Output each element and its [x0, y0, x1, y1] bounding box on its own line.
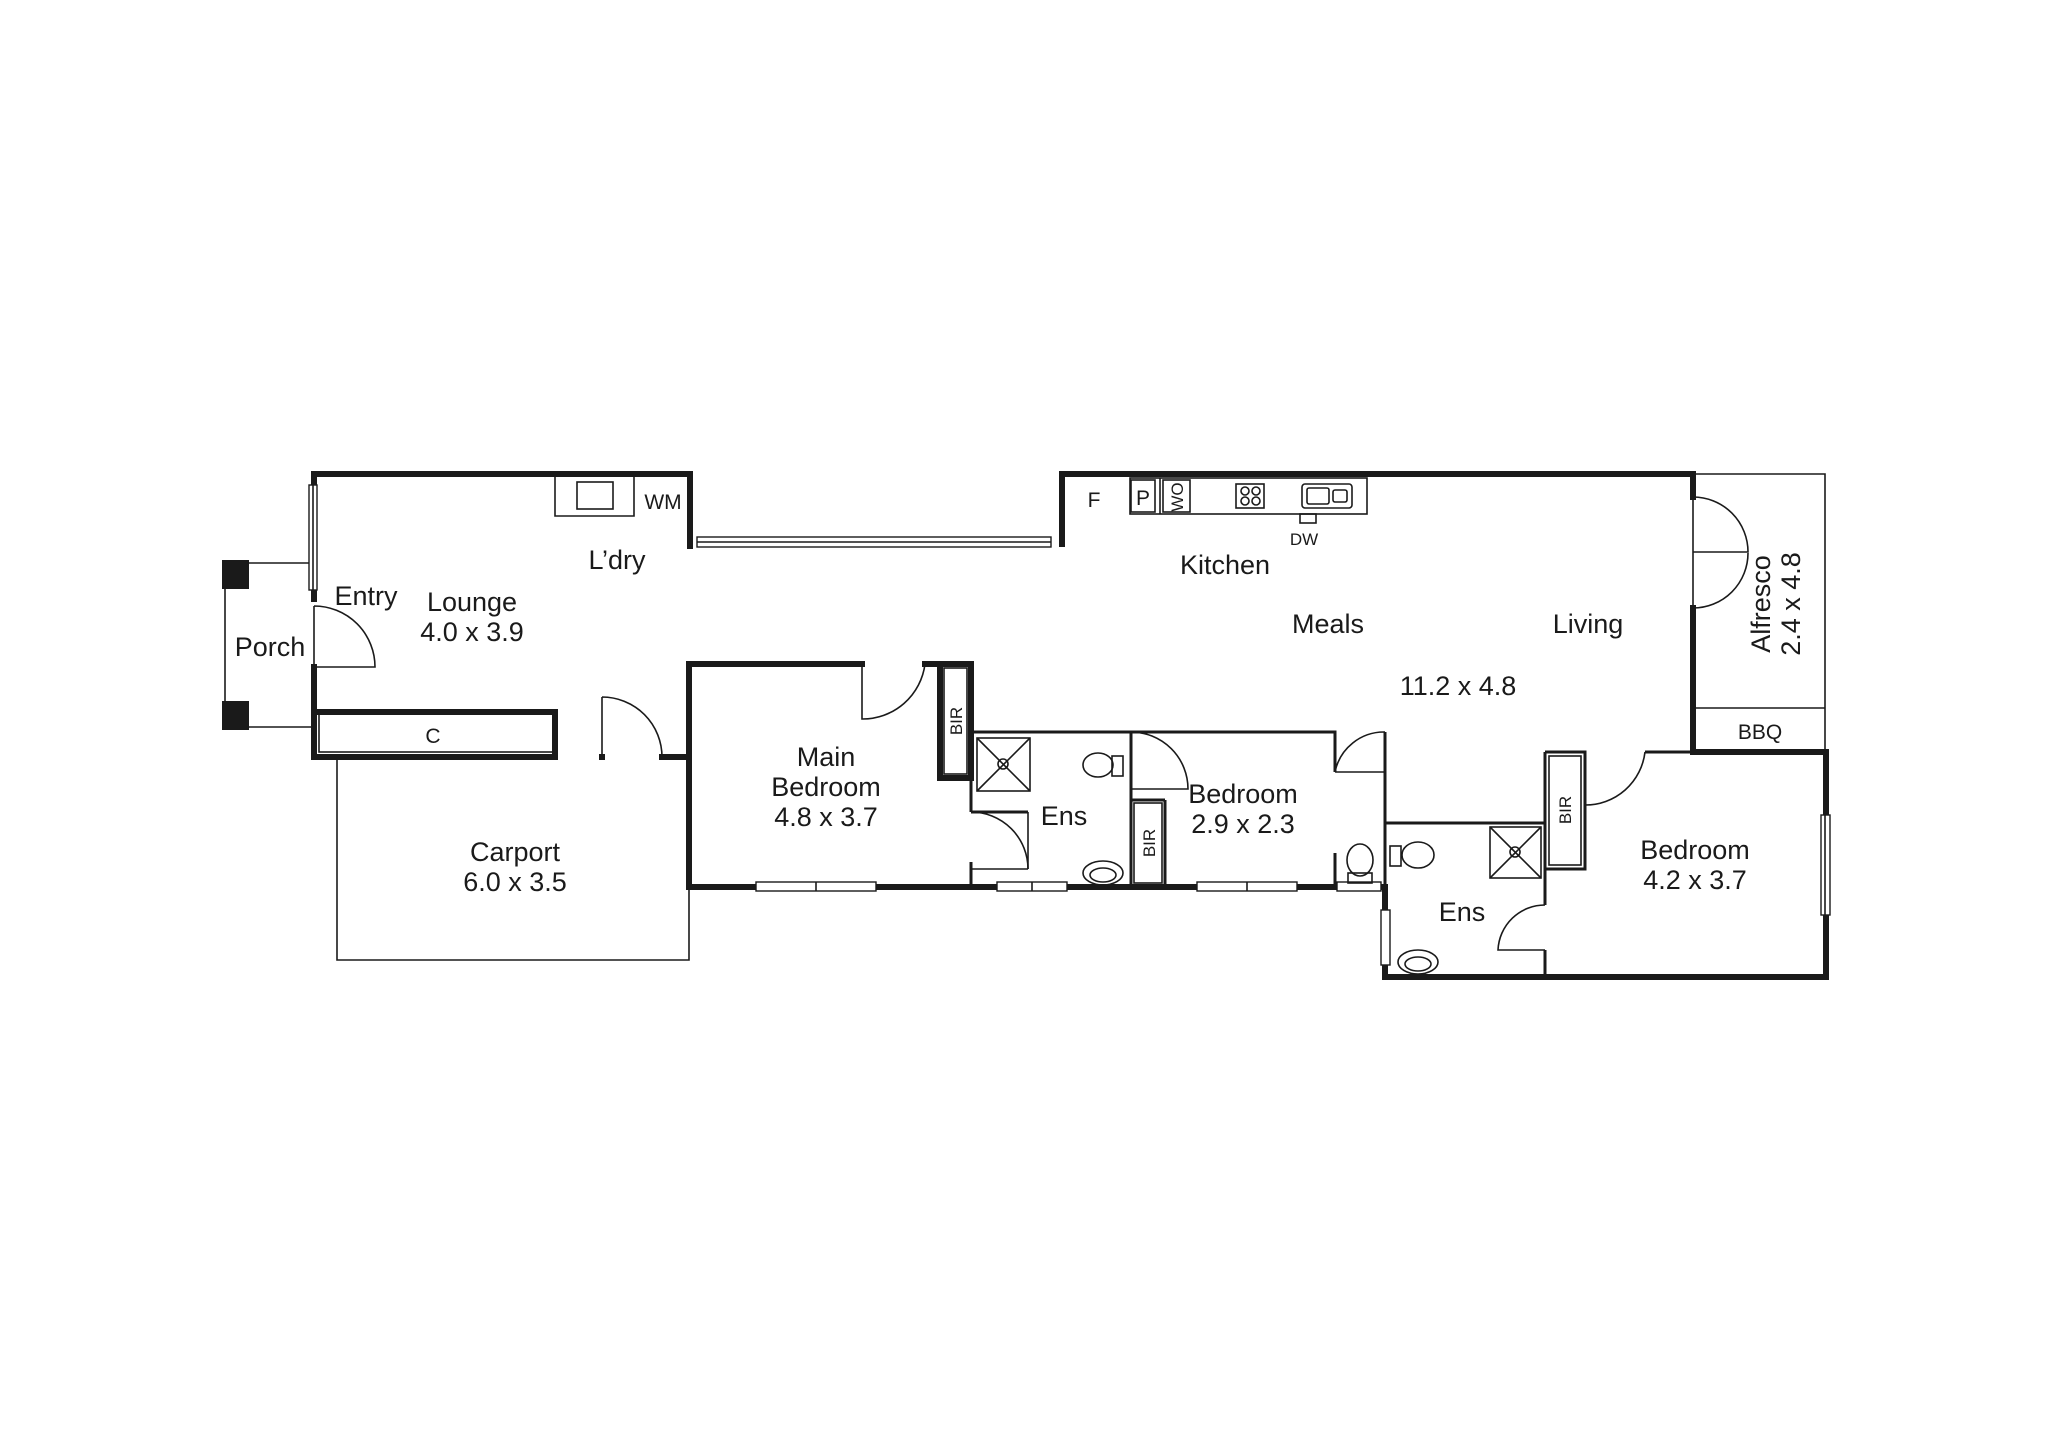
shower-icon — [976, 737, 1031, 792]
cupboard-label: C — [425, 725, 440, 748]
entry-door — [313, 605, 376, 668]
alfresco-door — [1692, 496, 1749, 553]
bir-label: BIR — [947, 707, 966, 735]
wall-oven-label: WO — [1168, 482, 1187, 511]
living-label: Living — [1553, 609, 1624, 639]
porch-post — [222, 560, 249, 589]
porch-label: Porch — [235, 632, 306, 662]
washing-machine-label: WM — [644, 491, 681, 514]
pantry — [1130, 479, 1156, 513]
alfresco-label: Alfresco — [1746, 555, 1776, 653]
porch-outline — [222, 560, 314, 730]
laundry-trough-icon — [576, 481, 614, 510]
hall-door — [1334, 731, 1386, 773]
bedroom-3-dims: 4.2 x 3.7 — [1643, 865, 1747, 895]
main-bedroom-label: Bedroom — [771, 772, 881, 802]
cupboard — [318, 711, 556, 753]
bedroom-2-label: Bedroom — [1188, 779, 1298, 809]
shower-icon — [1489, 826, 1542, 879]
pantry-label: P — [1136, 487, 1150, 510]
labels: Porch Entry Lounge 4.0 x 3.9 L’dry WM C … — [235, 482, 1806, 927]
bir-label: BIR — [1140, 829, 1159, 857]
alfresco-dims: 2.4 x 4.8 — [1776, 552, 1806, 656]
bedroom-3-label: Bedroom — [1640, 835, 1750, 865]
kitchen-label: Kitchen — [1180, 550, 1270, 580]
bir-cupboard — [943, 667, 968, 775]
doors — [313, 496, 1749, 951]
walls — [311, 471, 1829, 980]
ensuite-label: Ens — [1041, 801, 1088, 831]
basin-icon — [1082, 860, 1124, 886]
ensuite-door — [1497, 904, 1546, 951]
bir-label: BIR — [1556, 796, 1575, 824]
carport-dims: 6.0 x 3.5 — [463, 867, 567, 897]
carport-label: Carport — [470, 837, 561, 867]
bbq-label: BBQ — [1738, 721, 1782, 744]
fridge-label: F — [1088, 489, 1101, 512]
carport-door — [601, 696, 663, 758]
carport-outline — [336, 758, 690, 961]
laundry-label: L’dry — [588, 545, 646, 575]
wall-oven — [1162, 479, 1191, 513]
main-bedroom-door — [861, 663, 926, 720]
bedroom-2-dims: 2.9 x 2.3 — [1191, 809, 1295, 839]
window — [1336, 881, 1382, 892]
lounge-dims: 4.0 x 3.9 — [420, 617, 524, 647]
entry-label: Entry — [334, 581, 398, 611]
bedroom-door — [1584, 751, 1646, 806]
alfresco-door — [1692, 552, 1749, 609]
basin-icon — [1397, 949, 1439, 975]
dishwasher-label: DW — [1290, 530, 1318, 549]
bir-cupboard — [1548, 755, 1582, 866]
ensuite-label: Ens — [1439, 897, 1486, 927]
fixtures — [318, 474, 1582, 975]
main-bedroom-dims: 4.8 x 3.7 — [774, 802, 878, 832]
toilet-icon — [1389, 841, 1435, 869]
ensuite-door — [970, 811, 1029, 870]
windows — [308, 484, 1831, 966]
bir-cupboard — [1133, 802, 1163, 884]
window — [1380, 909, 1391, 966]
living-dims: 11.2 x 4.8 — [1400, 671, 1517, 701]
main-bedroom-label: Main — [797, 742, 856, 772]
toilet-icon — [1346, 843, 1374, 884]
meals-label: Meals — [1292, 609, 1364, 639]
bedroom-door — [1130, 731, 1189, 790]
toilet-icon — [1082, 752, 1124, 778]
lounge-label: Lounge — [427, 587, 517, 617]
porch-post — [222, 701, 249, 730]
dishwasher — [1299, 513, 1317, 524]
cooktop-icon — [1235, 483, 1265, 509]
sink-icon — [1301, 483, 1353, 509]
kitchen-bench — [1129, 477, 1368, 515]
